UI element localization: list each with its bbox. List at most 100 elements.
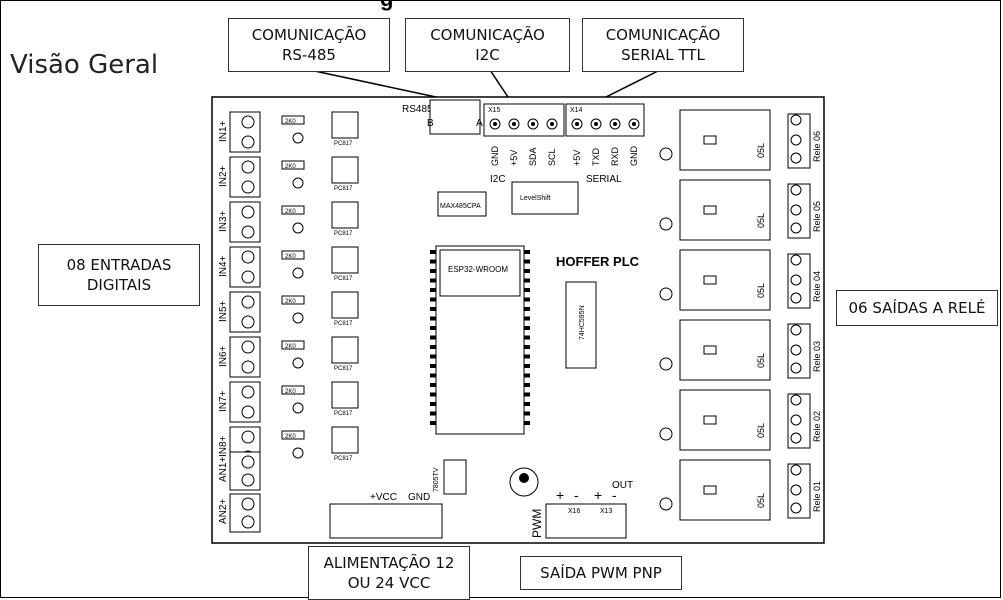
esp32-pin: [430, 307, 436, 311]
optocoupler: [331, 426, 359, 454]
esp32-pin: [524, 411, 530, 416]
terminal-screw: [790, 274, 802, 286]
terminal-screw: [790, 362, 802, 374]
relay-led: [659, 427, 673, 441]
pwm-header-x13: X13: [600, 508, 613, 515]
optocoupler-label: PC817: [334, 321, 353, 327]
terminal-screw: [790, 484, 802, 496]
header-pin-center: [613, 122, 617, 126]
input-led: [292, 402, 304, 414]
esp32-pin: [430, 421, 436, 425]
esp32-pin: [524, 383, 530, 387]
analog-label: AN2+: [218, 499, 229, 524]
rs485-pin-b: B: [427, 118, 434, 129]
esp32-pin: [430, 316, 436, 321]
pwm-out-label: OUT: [612, 480, 633, 491]
input-resistor: [281, 340, 305, 350]
relay-led: [659, 147, 673, 161]
overview-label: Visão Geral: [10, 50, 159, 80]
header-pin-center: [594, 122, 598, 126]
esp32-pin: [430, 392, 436, 397]
callout-lines: [309, 69, 661, 101]
input-label: IN3+: [218, 210, 229, 232]
input-led: [292, 222, 304, 234]
pwm-sign-4: -: [612, 487, 617, 503]
relay-part-label: 05L: [756, 353, 766, 368]
relay-body: [679, 179, 771, 241]
optocoupler-label: PC817: [334, 411, 353, 417]
terminal-screw: [241, 180, 255, 194]
relay-coil: [703, 345, 717, 355]
terminal-screw: [241, 515, 255, 529]
terminal-screw: [241, 430, 255, 444]
relay-label: Rele 01: [812, 481, 822, 512]
terminal-screw: [241, 385, 255, 399]
relay-part-label: 05L: [756, 423, 766, 438]
relay-coil: [703, 415, 717, 425]
input-resistor-value: 2K0: [285, 209, 296, 215]
esp32-antenna: [439, 249, 521, 297]
terminal-screw: [790, 204, 802, 216]
input-label: IN8+: [218, 435, 229, 457]
optocoupler: [331, 336, 359, 364]
esp32-pin: [430, 278, 436, 283]
esp32-pin: [430, 354, 436, 359]
esp32-pin: [524, 354, 530, 359]
optocoupler: [331, 291, 359, 319]
esp32-pin: [430, 364, 436, 368]
input-resistor-value: 2K0: [285, 389, 296, 395]
esp32-pin: [524, 402, 530, 406]
esp32-pin: [430, 326, 436, 330]
input-led: [292, 357, 304, 369]
terminal-screw: [241, 225, 255, 239]
input-label: IN1+: [218, 120, 229, 142]
callout-rs485: COMUNICAÇÃO RS-485: [228, 18, 390, 72]
header-pin-label: RXD: [610, 146, 620, 166]
terminal-screw: [241, 360, 255, 374]
esp32-pin: [430, 402, 436, 406]
rs485-ic-label: MAX485CPA: [440, 203, 481, 210]
input-resistor: [281, 385, 305, 395]
input-resistor: [281, 250, 305, 260]
esp32-pin: [524, 288, 530, 292]
esp32-pin: [430, 297, 436, 302]
relay-body: [679, 249, 771, 311]
esp32-pin: [430, 411, 436, 416]
relay-body: [679, 109, 771, 171]
level-shifter-module: [511, 181, 579, 215]
esp32-pin: [430, 335, 436, 340]
rs485-pin-a: A: [476, 118, 483, 129]
terminal-screw: [790, 114, 802, 126]
terminal-screw: [241, 497, 255, 511]
header-pin-center: [550, 122, 554, 126]
input-resistor: [281, 115, 305, 125]
terminal-screw: [790, 414, 802, 426]
input-led: [292, 267, 304, 279]
input-resistor-value: 2K0: [285, 344, 296, 350]
serial-header-id: X14: [570, 107, 583, 114]
shift-register-ic: [565, 281, 597, 369]
relay-label: Rele 05: [812, 201, 822, 232]
header-pin-label: +5V: [572, 150, 582, 166]
relay-body: [679, 459, 771, 521]
pwm-sign-3: +: [594, 487, 602, 503]
relay-body: [679, 389, 771, 451]
input-led: [292, 312, 304, 324]
relay-part-label: 05L: [756, 213, 766, 228]
header-pin-center: [575, 122, 579, 126]
header-pin-center: [493, 122, 497, 126]
buzzer-center: [519, 473, 529, 483]
terminal-screw: [790, 344, 802, 356]
terminal-screw: [241, 295, 255, 309]
callout-i2c: COMUNICAÇÃO I2C: [405, 18, 570, 72]
esp32-pin: [430, 269, 436, 273]
relay-part-label: 05L: [756, 283, 766, 298]
esp32-pins: [430, 250, 530, 425]
relay-led: [659, 497, 673, 511]
header-pin-label: GND: [629, 146, 639, 167]
input-resistor: [281, 295, 305, 305]
relay-coil: [703, 205, 717, 215]
terminal-screw: [790, 254, 802, 266]
callout-pwm-output: SAÍDA PWM PNP: [520, 556, 682, 590]
